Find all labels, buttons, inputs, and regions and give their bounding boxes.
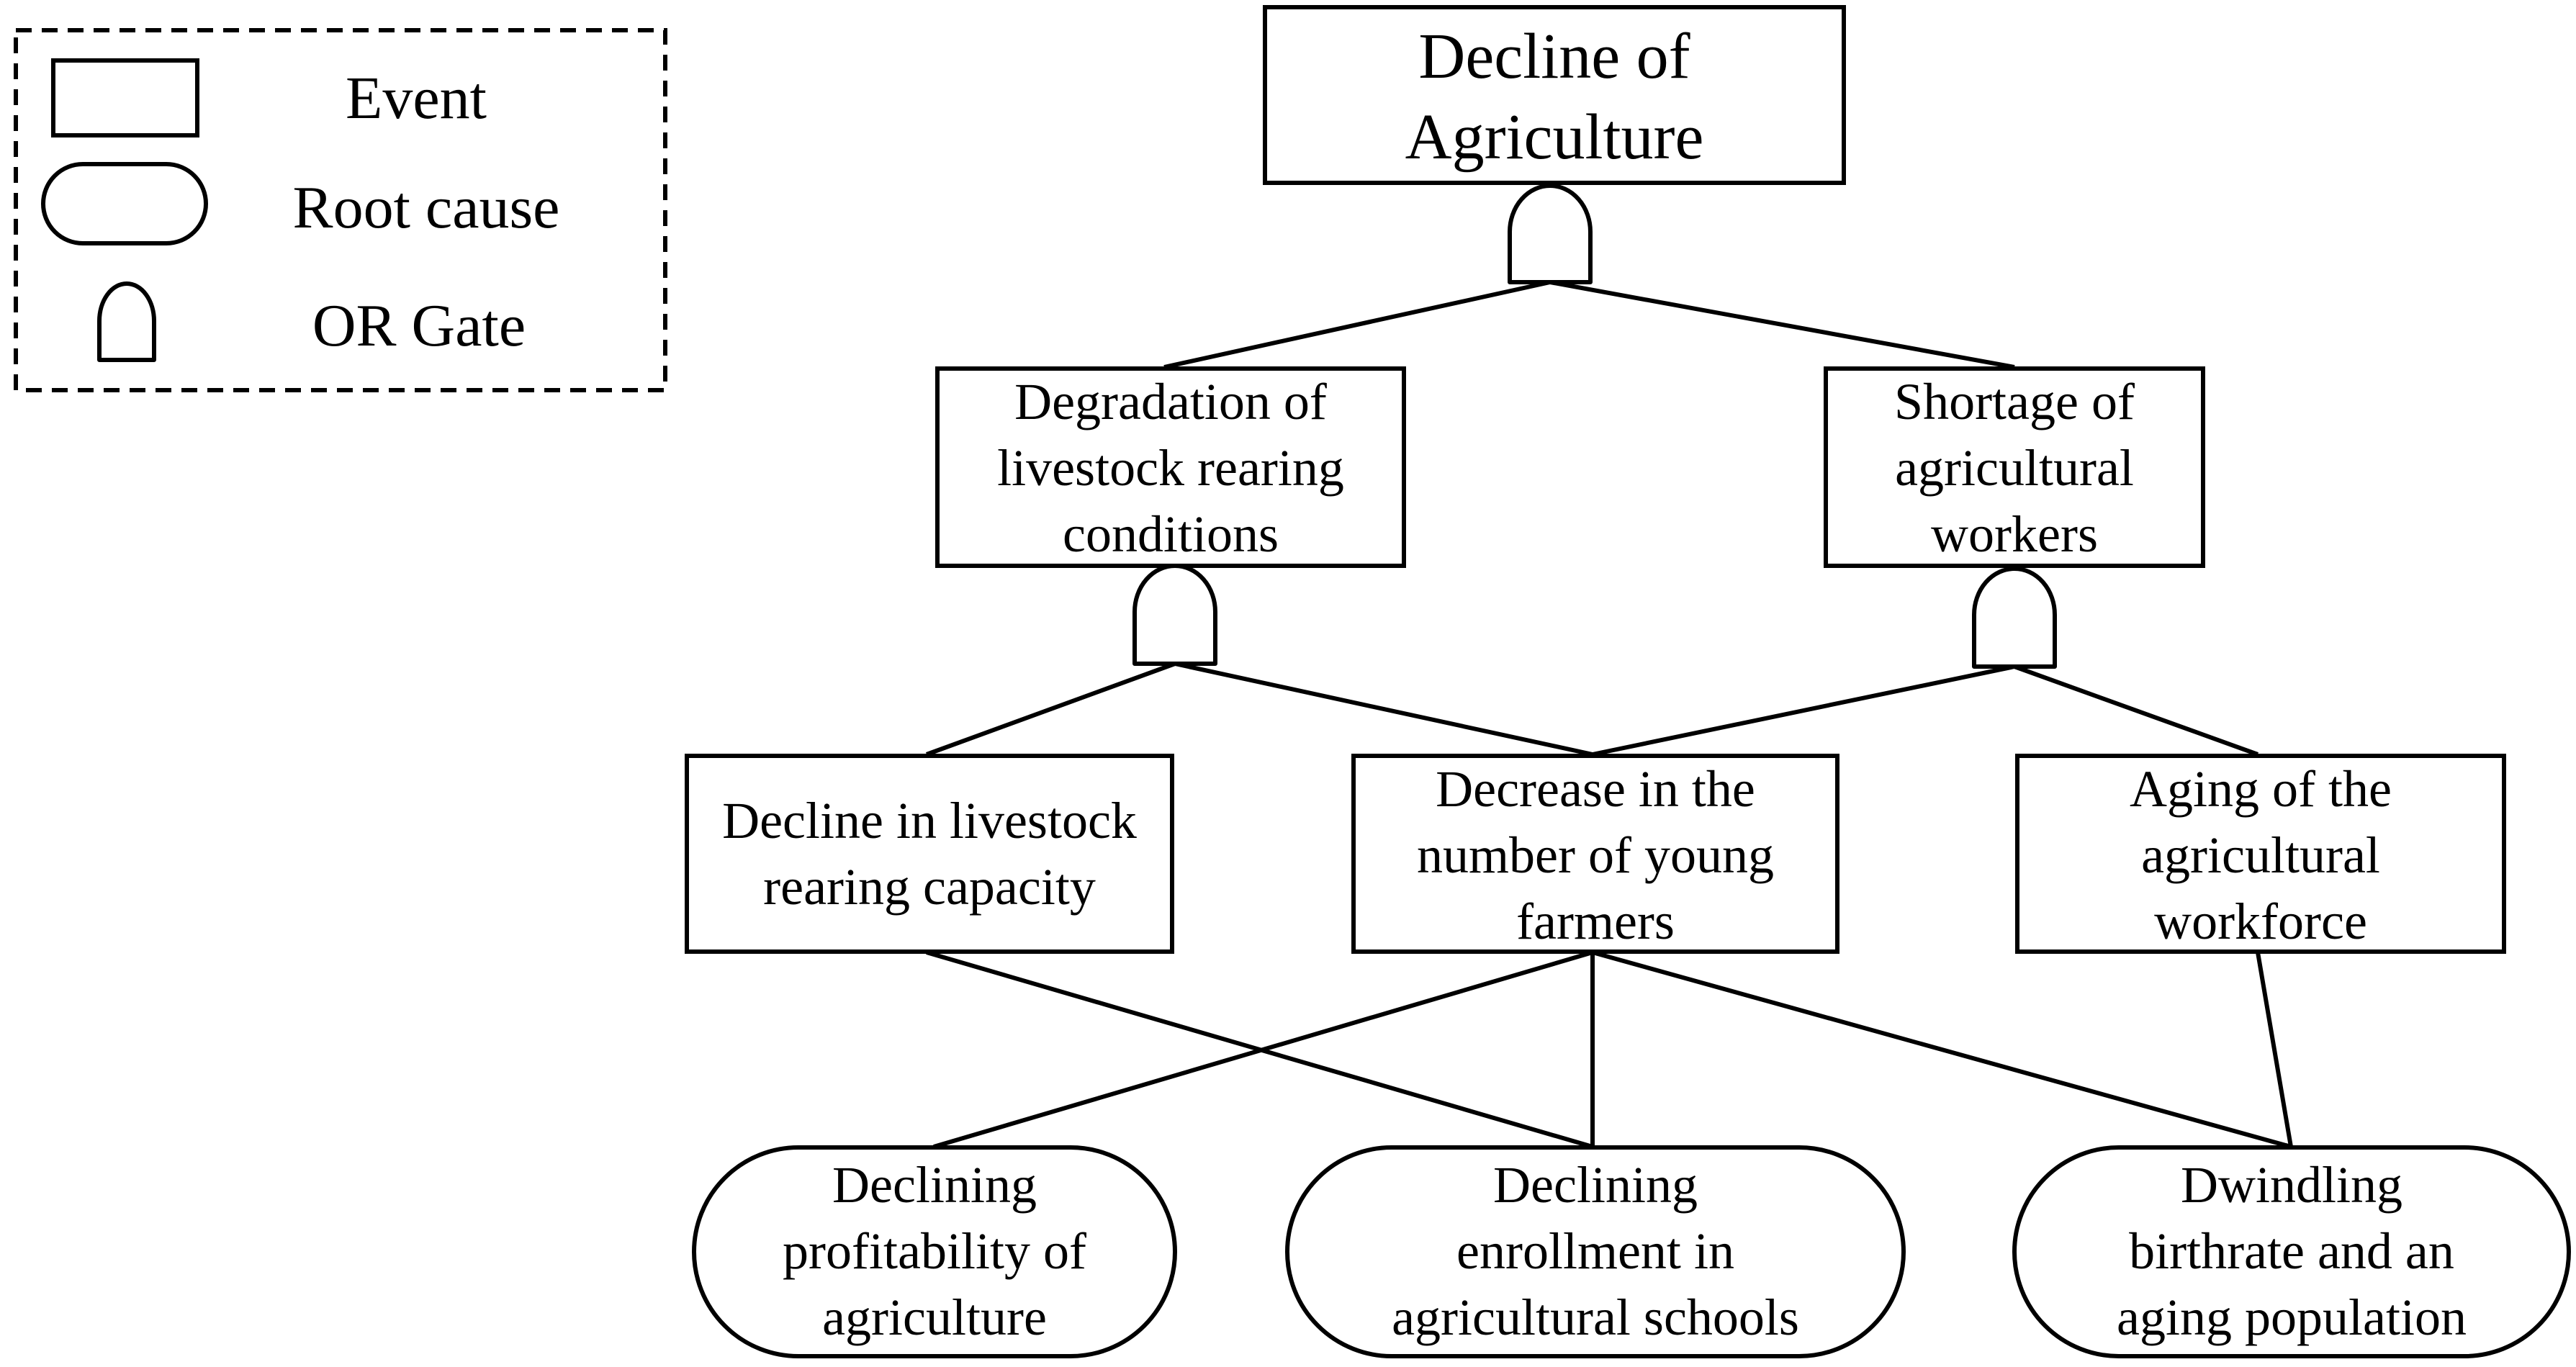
root-cause-label-line: Dwindling xyxy=(2181,1156,2402,1214)
event-label-line: rearing capacity xyxy=(763,858,1096,916)
edge-degradation-gate-young xyxy=(1174,662,1593,757)
event-label-line: Shortage of xyxy=(1894,373,2135,430)
event-label-line: Degradation of xyxy=(1014,373,1327,430)
event-label-line: Decline of xyxy=(1418,21,1690,92)
or-gate-icon xyxy=(1132,564,1217,666)
root-cause-box xyxy=(692,1145,1177,1358)
event-decline-of-agriculture: Decline of Agriculture xyxy=(1263,5,1846,185)
root-cause-declining-profitability: Declining profitability of agriculture xyxy=(692,1145,1177,1358)
root-cause-box xyxy=(2012,1145,2571,1358)
root-cause-label-line: aging population xyxy=(2117,1289,2467,1346)
event-box xyxy=(1263,5,1846,185)
legend-root-cause-label: Root cause xyxy=(293,174,560,241)
event-label-line: Decrease in the xyxy=(1436,760,1755,818)
legend-or-gate-label: OR Gate xyxy=(312,292,526,359)
event-label-line: livestock rearing xyxy=(997,439,1344,497)
edge-top-gate-shortage xyxy=(1549,280,2015,369)
root-cause-dwindling-birthrate: Dwindling birthrate and an aging populat… xyxy=(2012,1145,2571,1358)
edge-aging-birthrate xyxy=(2256,952,2293,1147)
event-degradation-of-livestock-rearing-conditions: Degradation of livestock rearing conditi… xyxy=(935,366,1406,568)
event-box xyxy=(1351,754,1839,954)
legend-border xyxy=(14,28,667,392)
event-box xyxy=(1824,366,2205,568)
event-label-line: Aging of the xyxy=(2130,760,2392,818)
event-label-line: workers xyxy=(1931,505,2098,563)
edge-shortage-gate-young xyxy=(1592,664,2015,757)
edge-young-profitability xyxy=(933,950,1593,1149)
legend-event-label: Event xyxy=(346,65,487,132)
event-box xyxy=(685,754,1174,954)
event-label-line: conditions xyxy=(1063,505,1279,563)
edge-shortage-gate-aging xyxy=(2013,664,2259,757)
event-decrease-in-young-farmers: Decrease in the number of young farmers xyxy=(1351,754,1839,954)
event-label-line: number of young xyxy=(1417,826,1774,884)
legend-event-symbol xyxy=(51,58,199,137)
event-box xyxy=(2015,754,2506,954)
edges xyxy=(925,280,2293,1149)
edge-young-birthrate xyxy=(1592,950,2292,1149)
root-cause-label-line: profitability of xyxy=(783,1222,1086,1280)
event-label-line: farmers xyxy=(1516,893,1675,950)
gates xyxy=(1132,184,2057,669)
event-label-line: agricultural xyxy=(2141,826,2380,884)
legend-root-cause-symbol xyxy=(41,162,208,245)
or-gate-icon xyxy=(1972,567,2057,669)
event-decline-in-livestock-rearing-capacity: Decline in livestock rearing capacity xyxy=(685,754,1174,954)
event-label-line: agricultural xyxy=(1895,439,2134,497)
event-shortage-of-agricultural-workers: Shortage of agricultural workers xyxy=(1824,366,2205,568)
event-label-line: Decline in livestock xyxy=(722,792,1137,849)
legend-or-gate-icon xyxy=(97,281,156,362)
event-label-line: Agriculture xyxy=(1405,101,1704,173)
event-label-line: workforce xyxy=(2154,893,2367,950)
edge-degradation-gate-capacity xyxy=(925,662,1176,757)
event-aging-of-agricultural-workforce: Aging of the agricultural workforce xyxy=(2015,754,2506,954)
legend: Event Root cause OR Gate xyxy=(14,28,667,392)
root-cause-label-line: agricultural schools xyxy=(1392,1289,1799,1346)
root-cause-declining-enrollment: Declining enrollment in agricultural sch… xyxy=(1285,1145,1906,1358)
root-cause-label-line: Declining xyxy=(1493,1156,1698,1214)
event-box xyxy=(935,366,1406,568)
root-cause-label-line: enrollment in xyxy=(1456,1222,1734,1280)
root-cause-label-line: birthrate and an xyxy=(2129,1222,2454,1280)
root-cause-label-line: Declining xyxy=(832,1156,1037,1214)
or-gate-icon xyxy=(1508,184,1593,284)
root-cause-label-line: agriculture xyxy=(822,1289,1047,1346)
root-cause-box xyxy=(1285,1145,1906,1358)
edge-top-gate-degradation xyxy=(1163,280,1551,369)
